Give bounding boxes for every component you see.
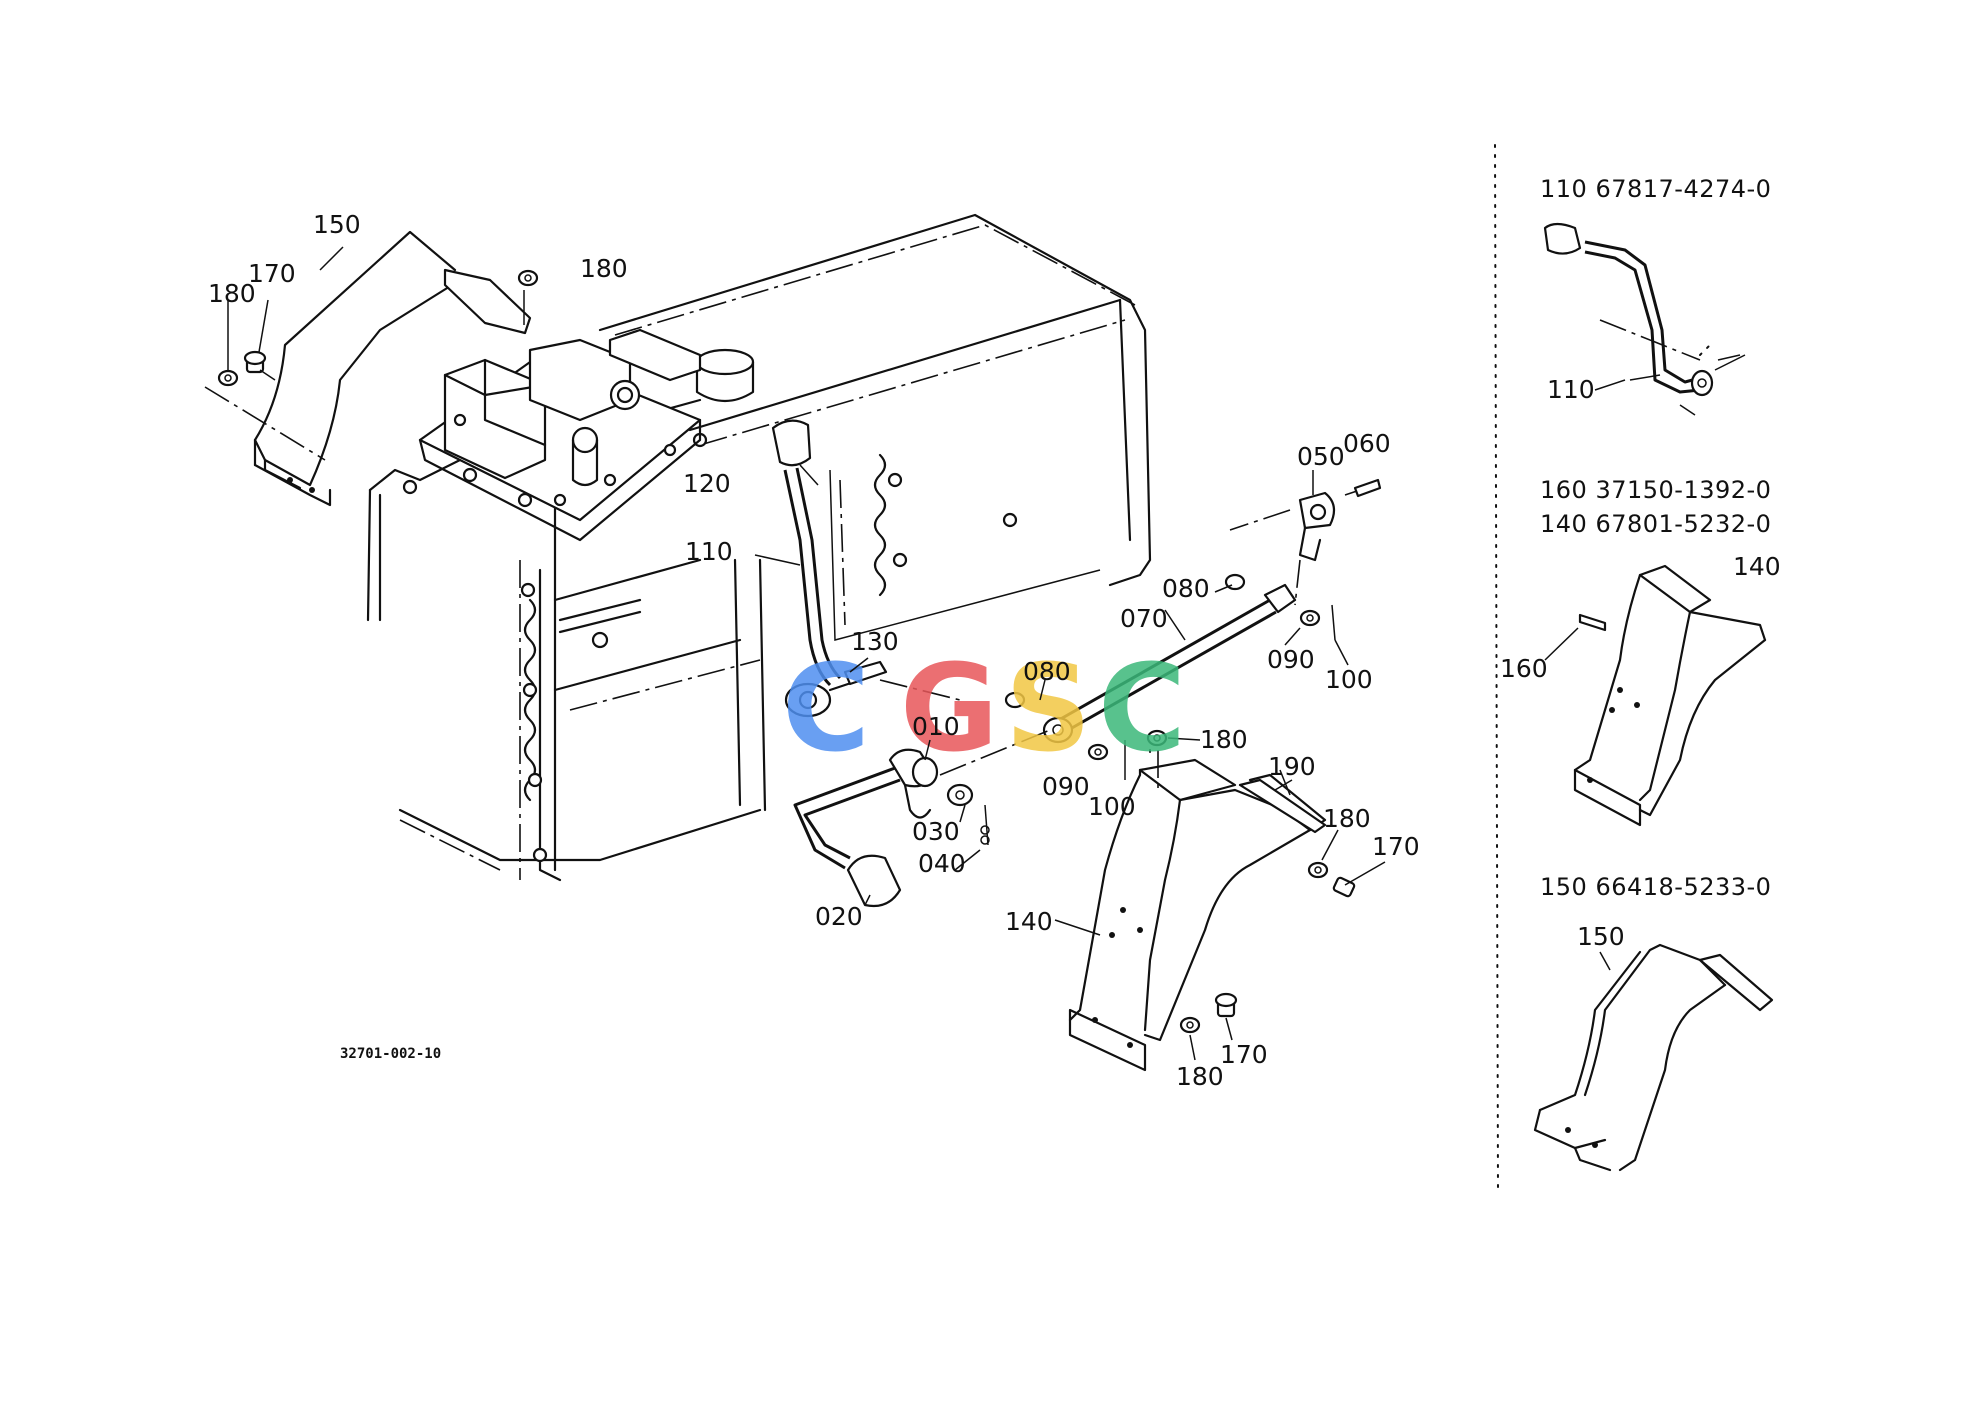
spec-160: 160 37150-1392-0	[1540, 476, 1771, 504]
side-callout-110: 110	[1547, 375, 1595, 404]
spec-140: 140 67801-5232-0	[1540, 510, 1771, 538]
callout-070: 070	[1120, 604, 1168, 633]
callout-110: 110	[685, 537, 733, 566]
callout-180-mid: 180	[1200, 725, 1248, 754]
plate-190	[1238, 769, 1327, 834]
fender-150-left	[204, 230, 539, 507]
watermark: C G S C	[782, 640, 1186, 779]
callout-170-bottom: 170	[1220, 1040, 1268, 1069]
callout-170-right: 170	[1372, 832, 1420, 861]
callout-080-lower: 080	[1023, 657, 1071, 686]
callout-090-upper: 090	[1267, 645, 1315, 674]
fender-140-main	[1068, 729, 1386, 1072]
callout-150: 150	[313, 210, 361, 239]
callout-030: 030	[912, 817, 960, 846]
watermark-letter-3: S	[1005, 640, 1091, 779]
hitch-cover-block	[418, 328, 702, 542]
side-fender-140	[1573, 564, 1767, 827]
watermark-letter-1: C	[782, 640, 870, 779]
callouts: 150 170 180 180 120 110 130 010 020 030 …	[208, 210, 1420, 1091]
callout-190: 190	[1268, 752, 1316, 781]
side-lever-110	[1543, 222, 1746, 416]
side-fender-150	[1533, 943, 1774, 1172]
lever-110	[771, 419, 888, 718]
lever-010	[793, 748, 990, 908]
panel-divider	[1494, 144, 1499, 1191]
callout-020: 020	[815, 902, 863, 931]
callout-120: 120	[683, 469, 731, 498]
side-callout-150: 150	[1577, 922, 1625, 951]
side-callout-160: 160	[1500, 654, 1548, 683]
spec-110: 110 67817-4274-0	[1540, 175, 1771, 203]
callout-100-lower: 100	[1088, 792, 1136, 821]
watermark-letter-4: C	[1098, 640, 1186, 779]
side-callout-140: 140	[1733, 552, 1781, 581]
callout-180-left: 180	[208, 279, 256, 308]
callout-040: 040	[918, 849, 966, 878]
callout-050: 050	[1297, 442, 1345, 471]
callout-090-lower: 090	[1042, 772, 1090, 801]
drawing-number: 32701-002-10	[340, 1046, 441, 1062]
callout-060: 060	[1343, 429, 1391, 458]
callout-080-upper: 080	[1162, 574, 1210, 603]
side-panel-labels: 110 67817-4274-0 110 160 37150-1392-0 14…	[1500, 175, 1781, 971]
callout-140: 140	[1005, 907, 1053, 936]
callout-180-top: 180	[580, 254, 628, 283]
callout-100-upper: 100	[1325, 665, 1373, 694]
callout-130: 130	[851, 627, 899, 656]
callout-180-right: 180	[1323, 804, 1371, 833]
spec-150: 150 66418-5233-0	[1540, 873, 1771, 901]
callout-180-bottom: 180	[1176, 1062, 1224, 1091]
callout-170-left: 170	[248, 259, 296, 288]
callout-010: 010	[912, 712, 960, 741]
watermark-letter-2: G	[900, 640, 999, 779]
